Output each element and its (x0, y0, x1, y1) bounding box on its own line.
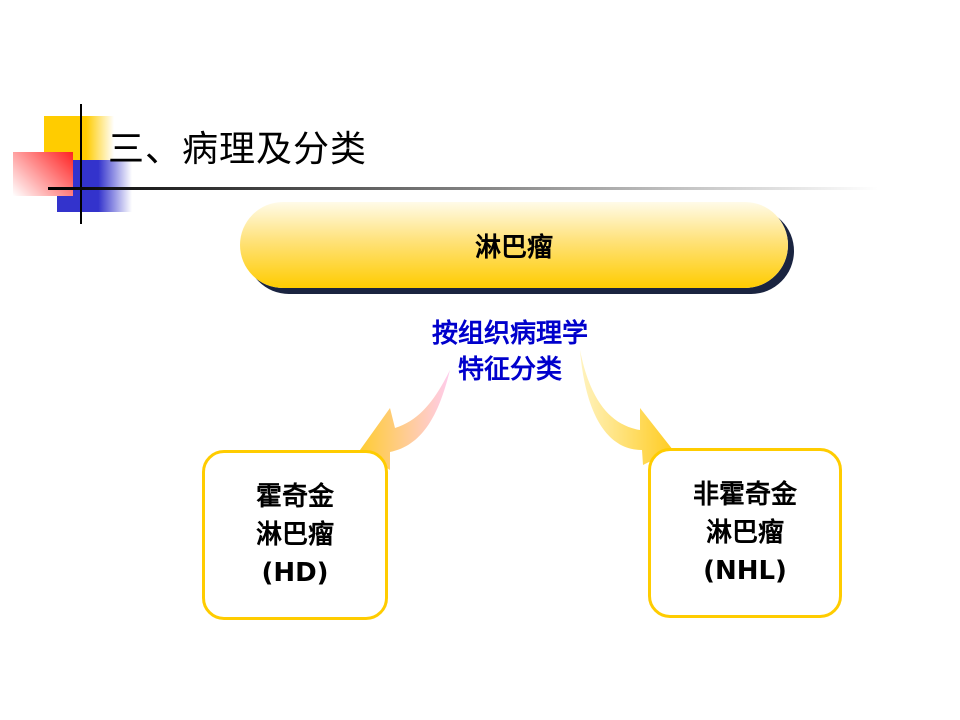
left-arrow-icon (360, 370, 450, 470)
nhl-line-3: (NHL) (703, 556, 787, 586)
hd-line-3: (HD) (261, 558, 329, 588)
nhl-line-2: 淋巴瘤 (705, 518, 784, 548)
hd-line-2: 淋巴瘤 (255, 520, 334, 550)
root-node: 淋巴瘤 (240, 202, 788, 288)
hd-line-1: 霍奇金 (255, 482, 334, 512)
nhl-line-1: 非霍奇金 (692, 480, 797, 510)
right-arrow-icon (580, 350, 673, 465)
root-label: 淋巴瘤 (474, 232, 553, 263)
nhl-node: 非霍奇金 淋巴瘤 (NHL) (648, 448, 842, 618)
hd-node: 霍奇金 淋巴瘤 (HD) (202, 450, 388, 620)
arrows (360, 350, 673, 470)
title-underline (48, 187, 878, 190)
page-title: 三、病理及分类 (108, 129, 368, 170)
decor-vertical-line (80, 104, 82, 224)
criterion-line-2: 特征分类 (457, 355, 562, 385)
criterion-text: 按组织病理学 特征分类 (400, 316, 620, 388)
criterion-line-1: 按组织病理学 (431, 319, 588, 349)
